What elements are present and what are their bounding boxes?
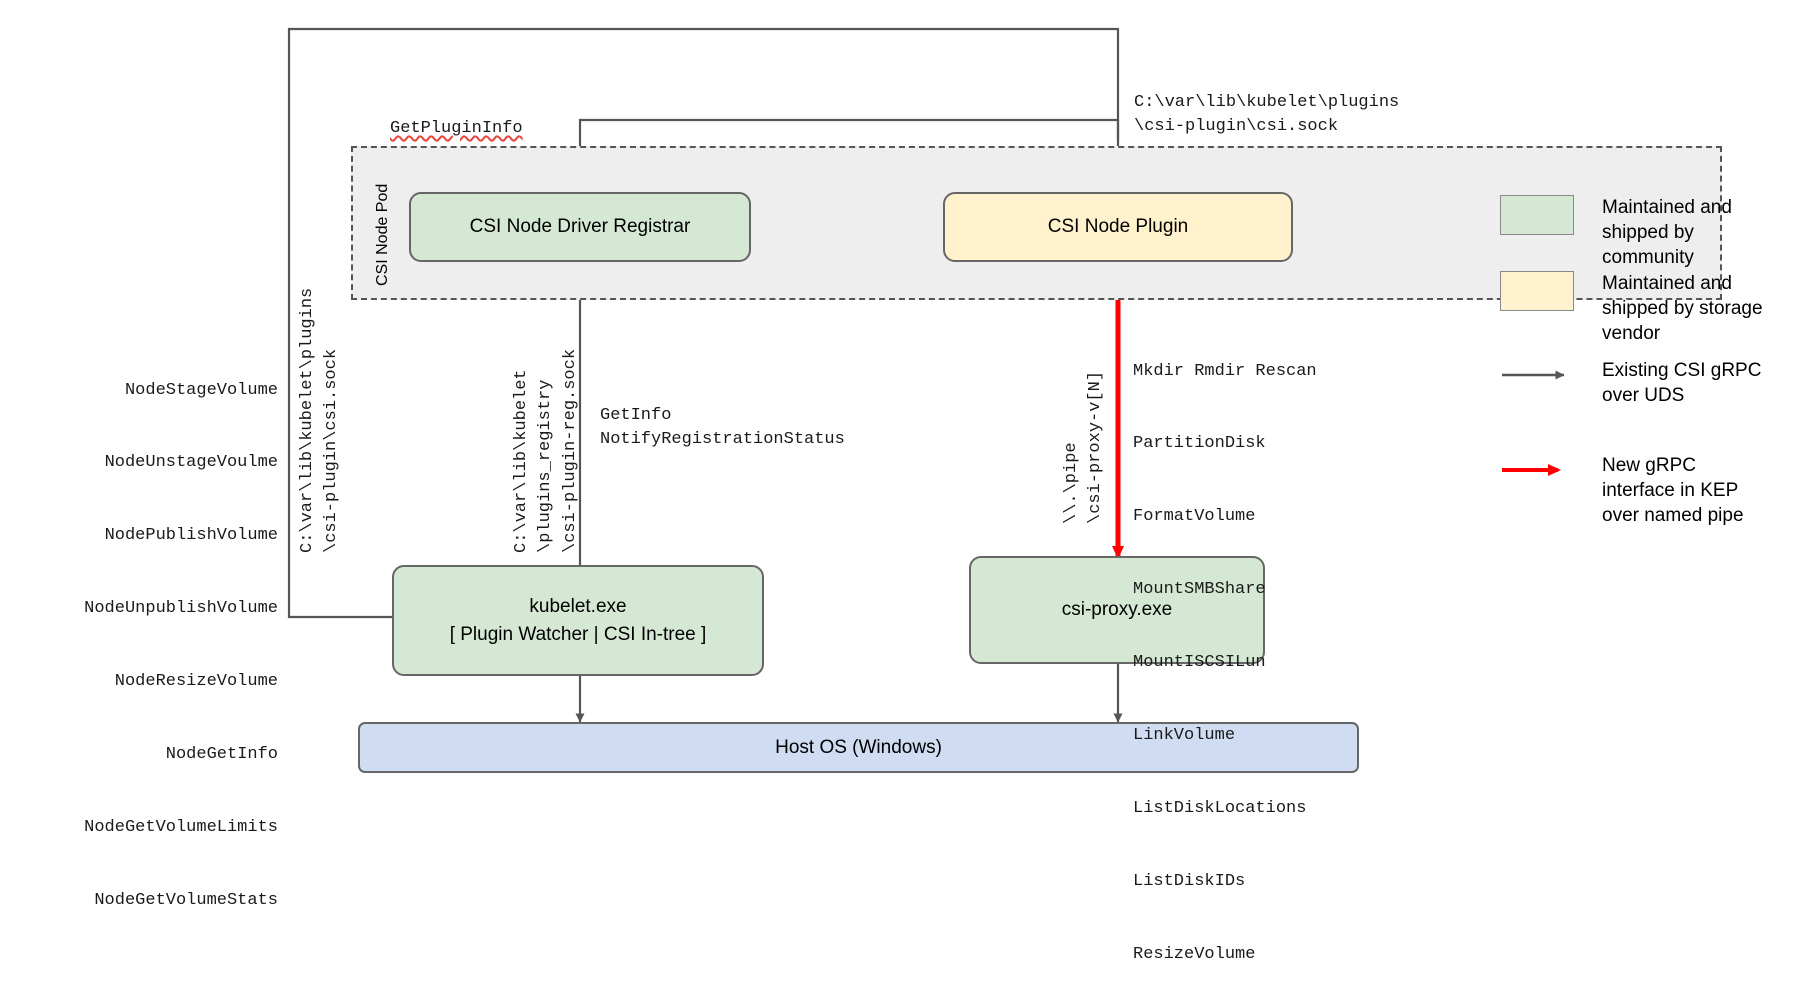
legend: Maintained and shipped by community Main… bbox=[1500, 195, 1800, 625]
rpc-item: NodeStageVolume bbox=[124, 380, 278, 400]
rpc-item: NodeGetVolumeStats bbox=[94, 890, 278, 910]
legend-row-new-grpc: New gRPC interface in KEP over named pip… bbox=[1500, 453, 1772, 528]
csi-node-pod-label: CSI Node Pod bbox=[374, 183, 391, 286]
api-item: Mkdir Rmdir Rescan bbox=[1133, 361, 1317, 381]
annotation-csi-sock-vertical: C:\var\lib\kubelet\plugins \csi-plugin\c… bbox=[298, 287, 342, 553]
legend-label: Existing CSI gRPC over UDS bbox=[1602, 360, 1762, 407]
annotation-named-pipe-vertical: \\.\pipe \csi-proxy-v[N] bbox=[1062, 370, 1106, 524]
rpc-item: NodeGetVolumeLimits bbox=[84, 817, 278, 837]
annotation-getplugininfo: GetPluginInfo bbox=[390, 119, 523, 138]
legend-label: Maintained and shipped by storage vendor bbox=[1602, 273, 1763, 345]
legend-row-vendor: Maintained and shipped by storage vendor bbox=[1500, 271, 1772, 346]
gray-arrow-icon bbox=[1500, 358, 1574, 398]
node-label: CSI Node Driver Registrar bbox=[469, 216, 691, 238]
node-csi-node-driver-registrar[interactable]: CSI Node Driver Registrar bbox=[409, 192, 751, 262]
node-host-os[interactable]: Host OS (Windows) bbox=[358, 722, 1359, 773]
kubelet-subtitle: [ Plugin Watcher | CSI In-tree ] bbox=[449, 623, 707, 645]
node-csi-proxy-exe[interactable]: csi-proxy.exe bbox=[969, 556, 1265, 664]
red-arrow-icon bbox=[1500, 453, 1574, 493]
node-csi-node-plugin[interactable]: CSI Node Plugin bbox=[943, 192, 1293, 262]
api-item: MountISCSILun bbox=[1133, 653, 1266, 673]
annotation-registry-sock-vertical: C:\var\lib\kubelet \plugins_registry \cs… bbox=[512, 348, 580, 553]
kubelet-title: kubelet.exe bbox=[529, 595, 627, 617]
api-item: FormatVolume bbox=[1133, 507, 1256, 527]
csi-proxy-api-list: Mkdir Rmdir Rescan PartitionDisk FormatV… bbox=[1133, 311, 1317, 991]
api-item: PartitionDisk bbox=[1133, 434, 1266, 454]
node-kubelet-exe[interactable]: kubelet.exe [ Plugin Watcher | CSI In-tr… bbox=[392, 565, 764, 676]
api-item: ResizeVolume bbox=[1133, 944, 1256, 964]
node-label: CSI Node Plugin bbox=[1047, 216, 1189, 238]
rpc-item: NodeUnstageVoulme bbox=[104, 453, 278, 473]
legend-row-community: Maintained and shipped by community bbox=[1500, 195, 1772, 270]
annotation-registration-calls: GetInfo NotifyRegistrationStatus bbox=[600, 406, 845, 450]
api-item: ListDiskLocations bbox=[1133, 798, 1307, 818]
node-label: csi-proxy.exe bbox=[1061, 599, 1173, 621]
legend-label: Maintained and shipped by community bbox=[1602, 197, 1732, 269]
csi-node-rpc-list: NodeStageVolume NodeUnstageVoulme NodePu… bbox=[0, 330, 278, 937]
rpc-item: NodeGetInfo bbox=[165, 745, 278, 765]
api-item: ListDiskIDs bbox=[1133, 871, 1246, 891]
legend-swatch-yellow-icon bbox=[1500, 271, 1574, 311]
api-item: LinkVolume bbox=[1133, 726, 1236, 746]
legend-row-existing-grpc: Existing CSI gRPC over UDS bbox=[1500, 358, 1772, 408]
rpc-item: NodeUnpublishVolume bbox=[84, 599, 278, 619]
rpc-item: NodePublishVolume bbox=[104, 526, 278, 546]
rpc-item: NodeResizeVolume bbox=[114, 672, 278, 692]
annotation-plugin-csi-sock-path: C:\var\lib\kubelet\plugins \csi-plugin\c… bbox=[1134, 93, 1400, 137]
legend-label: New gRPC interface in KEP over named pip… bbox=[1602, 455, 1744, 527]
legend-swatch-green-icon bbox=[1500, 195, 1574, 235]
api-item: MountSMBShare bbox=[1133, 580, 1266, 600]
edge-kubelet-to-registrar-getplugininfo bbox=[287, 27, 1120, 619]
node-label: Host OS (Windows) bbox=[775, 736, 942, 758]
